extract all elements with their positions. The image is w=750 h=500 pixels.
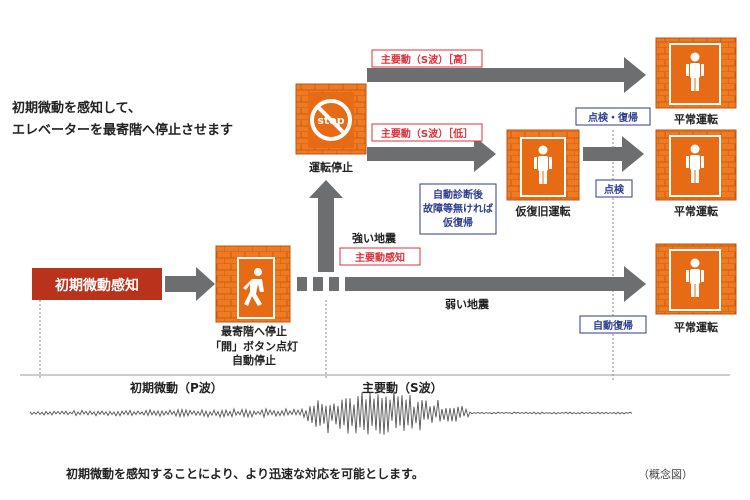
self-diagnosis-note: 自動診断後 故障等無ければ 仮復帰 <box>419 183 497 235</box>
normal-3-label: 平常運転 <box>674 320 718 334</box>
seismogram-trace <box>29 391 633 435</box>
first-stop-line-3: 自動停止 <box>232 353 276 367</box>
arrow-to-first-stop <box>165 267 215 301</box>
svg-text:自動診断後: 自動診断後 <box>433 188 484 201</box>
normal-1-label: 平常運転 <box>674 112 718 126</box>
stop-sign-icon: stop <box>310 99 352 141</box>
elevator-normal-3 <box>655 243 737 315</box>
elevator-temp-restore <box>506 129 580 201</box>
svg-text:主要動（S波）［低］: 主要動（S波）［低］ <box>381 127 473 140</box>
dash-1 <box>297 277 307 291</box>
dash-2 <box>313 277 323 291</box>
p-wave-label: 初期微動（P波） <box>130 380 223 395</box>
tag-main-low: 主要動（S波）［低］ <box>371 123 483 142</box>
tag-auto-restore: 自動復帰 <box>579 315 647 334</box>
s-wave-label: 主要動（S波） <box>362 380 443 395</box>
elevator-halted: stop <box>295 83 367 155</box>
first-stop-line-2: 「開」ボタン点灯 <box>210 339 298 353</box>
start-box-label: 初期微動感知 <box>55 277 139 294</box>
tag-main-high: 主要動（S波）［高］ <box>371 49 483 68</box>
arrow-main-low <box>367 136 496 172</box>
svg-text:故障等無ければ: 故障等無ければ <box>423 202 493 215</box>
normal-2-label: 平常運転 <box>674 204 718 218</box>
intro-line-1: 初期微動を感知して、 <box>12 100 141 116</box>
strong-quake-label: 強い地震 <box>352 231 397 245</box>
elevator-normal-2 <box>655 129 737 201</box>
weak-quake-label: 弱い地震 <box>445 297 490 311</box>
svg-text:自動復帰: 自動復帰 <box>593 319 633 332</box>
svg-text:仮復帰: 仮復帰 <box>442 216 473 229</box>
start-box: 初期微動感知 <box>32 268 162 300</box>
flow-arrows <box>165 57 646 302</box>
svg-text:主要動（S波）［高］: 主要動（S波）［高］ <box>381 53 473 66</box>
temp-restore-label: 仮復旧運転 <box>515 204 571 218</box>
footer-note: （概念図） <box>638 467 693 481</box>
running-person-icon <box>243 268 264 306</box>
svg-text:点検: 点検 <box>604 183 625 196</box>
arrow-weak-quake <box>345 266 646 302</box>
dash-3 <box>329 277 339 291</box>
footer-caption: 初期微動を感知することにより、より迅速な対応を可能とします。 <box>66 466 424 481</box>
seismic-wave-section: 初期微動（P波） 主要動（S波） <box>20 374 730 435</box>
elevator-first-stop <box>215 245 291 323</box>
tag-inspect-restore: 点検・復帰 <box>575 107 651 126</box>
first-stop-line-1: 最寄階へ停止 <box>221 324 287 338</box>
arrow-inspect <box>583 136 644 172</box>
arrow-main-high <box>367 57 646 93</box>
stop-sign-text: stop <box>317 114 344 127</box>
intro-line-2: エレベーターを最寄階へ停止させます <box>12 122 233 138</box>
elevator-normal-1 <box>655 37 737 109</box>
halted-label: 運転停止 <box>309 160 353 174</box>
tag-inspect: 点検 <box>595 179 633 198</box>
arrow-strong-quake-up <box>309 180 343 272</box>
timing-guides <box>39 130 614 380</box>
svg-text:主要動感知: 主要動感知 <box>355 251 405 264</box>
svg-text:点検・復帰: 点検・復帰 <box>588 111 638 124</box>
tag-main-detect: 主要動感知 <box>339 247 421 266</box>
